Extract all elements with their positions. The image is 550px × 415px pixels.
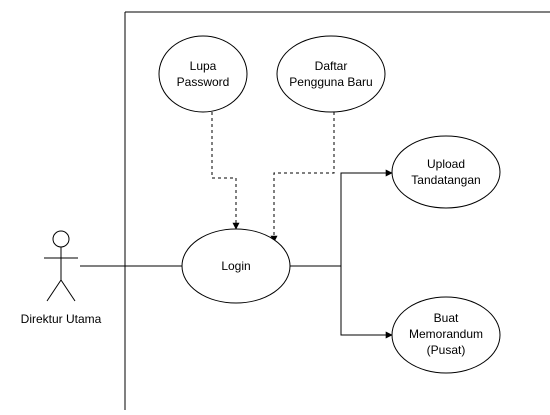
use-case-login: Login xyxy=(181,228,291,304)
use-case-label: Upload xyxy=(427,157,465,171)
use-case-label: Tandatangan xyxy=(411,173,480,187)
stick-figure-icon xyxy=(44,230,78,302)
use-case-label: Login xyxy=(221,259,250,273)
use-case-label: Daftar xyxy=(315,59,348,73)
relation-login-memorandum xyxy=(340,266,393,339)
relation-login-upload xyxy=(290,169,393,267)
relation-daftar-pengguna-login xyxy=(270,112,335,243)
use-case-lupa-password: Lupa Password xyxy=(158,35,248,113)
actor-label: Direktur Utama xyxy=(21,312,102,326)
use-case-label: Pengguna Baru xyxy=(289,75,372,89)
use-case-buat-memorandum: Buat Memorandum (Pusat) xyxy=(391,296,501,374)
use-case-label: Password xyxy=(177,75,230,89)
use-case-label: Buat xyxy=(434,311,459,325)
relations xyxy=(80,112,393,339)
use-case-label: (Pusat) xyxy=(427,343,466,357)
use-case-upload-tandatangan: Upload Tandatangan xyxy=(391,135,501,209)
use-case-label: Memorandum xyxy=(409,327,483,341)
use-case-daftar-pengguna-baru: Daftar Pengguna Baru xyxy=(276,35,386,113)
use-case-label: Lupa xyxy=(190,59,217,73)
actor-direktur-utama: Direktur Utama xyxy=(21,230,102,326)
relation-lupa-password-login xyxy=(211,112,240,230)
system-boundary xyxy=(124,11,550,410)
